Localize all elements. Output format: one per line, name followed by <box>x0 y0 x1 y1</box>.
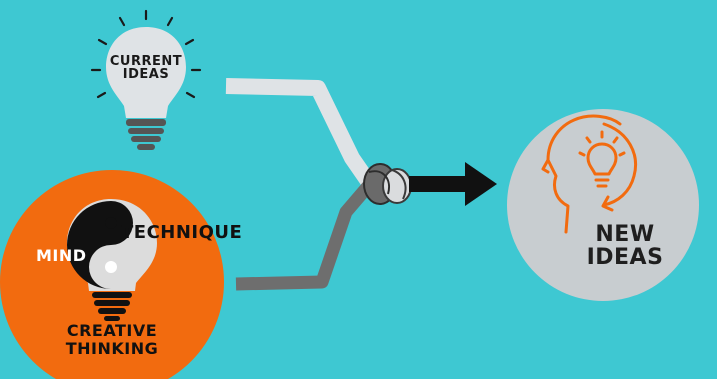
right-arrow-icon <box>409 162 497 206</box>
creative-thinking-line2: THINKING <box>65 338 159 358</box>
current-ideas-line1: CURRENT <box>109 54 183 69</box>
current-ideas-line2: IDEAS <box>122 67 170 82</box>
light-rays-icon <box>90 9 202 99</box>
mind-label: MIND <box>36 246 87 265</box>
current-ideas-label: CURRENT IDEAS <box>100 55 192 81</box>
new-ideas-line2: IDEAS <box>586 245 664 271</box>
creative-thinking-label: CREATIVE THINKING <box>56 322 168 358</box>
technique-label: TECHNIQUE <box>121 222 243 243</box>
new-ideas-line1: NEW <box>595 222 655 247</box>
head-with-lightbulb-icon <box>541 114 637 234</box>
knot-rope-icon <box>225 78 412 291</box>
new-ideas-label: NEW IDEAS <box>566 223 684 269</box>
lightbulb-icon <box>106 27 186 150</box>
creative-thinking-line1: CREATIVE <box>66 321 158 340</box>
yin-yang-lightbulb-icon <box>67 199 157 321</box>
